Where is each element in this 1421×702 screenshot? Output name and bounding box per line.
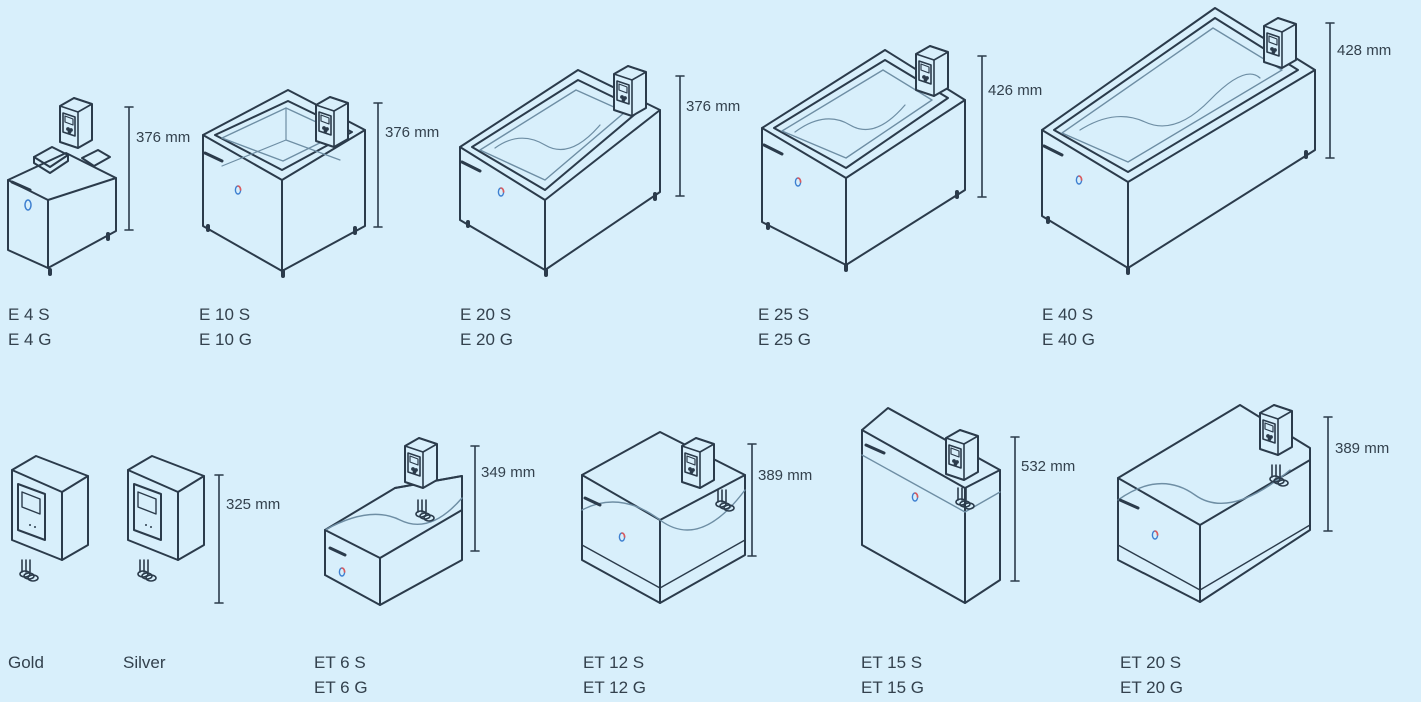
model-name: ET 15 S bbox=[861, 653, 923, 672]
model-label-silver: Silver bbox=[123, 650, 166, 675]
unit-et20 bbox=[1117, 404, 1311, 603]
model-name: E 10 G bbox=[199, 330, 252, 349]
dim-line-e20 bbox=[675, 75, 685, 197]
dim-line-et6 bbox=[470, 445, 480, 552]
model-label-e25: E 25 S E 25 G bbox=[758, 302, 811, 352]
model-name: E 40 S bbox=[1042, 305, 1094, 324]
model-label-et15: ET 15 S ET 15 G bbox=[861, 650, 924, 700]
height-label-et12: 389 mm bbox=[758, 467, 813, 484]
model-label-e10: E 10 S E 10 G bbox=[199, 302, 252, 352]
model-label-et6: ET 6 S ET 6 G bbox=[314, 650, 368, 700]
dim-line-et12 bbox=[747, 443, 757, 557]
model-name: E 4 G bbox=[8, 330, 52, 349]
height-label-et15: 532 mm bbox=[1021, 458, 1076, 475]
model-name: E 25 S bbox=[758, 305, 810, 324]
unit-gold bbox=[11, 455, 89, 582]
unit-silver bbox=[127, 455, 205, 582]
model-name: E 20 G bbox=[460, 330, 513, 349]
height-label-silver: 325 mm bbox=[226, 496, 281, 513]
dim-line-et20 bbox=[1323, 416, 1333, 532]
unit-et12 bbox=[581, 431, 746, 604]
model-name: E 40 G bbox=[1042, 330, 1095, 349]
model-name: Gold bbox=[8, 653, 44, 672]
unit-e10 bbox=[202, 89, 366, 278]
height-label-e4: 376 mm bbox=[136, 129, 191, 146]
model-name: ET 20 G bbox=[1120, 678, 1183, 697]
dim-line-silver bbox=[214, 474, 224, 604]
model-name: E 10 S bbox=[199, 305, 251, 324]
unit-e40 bbox=[1041, 7, 1316, 275]
model-name: E 20 S bbox=[460, 305, 512, 324]
model-label-et20: ET 20 S ET 20 G bbox=[1120, 650, 1183, 700]
dim-line-e4 bbox=[124, 106, 134, 231]
unit-e4 bbox=[7, 97, 117, 276]
model-name: ET 15 G bbox=[861, 678, 924, 697]
unit-e25 bbox=[761, 45, 966, 272]
model-name: Silver bbox=[123, 653, 166, 672]
unit-et6 bbox=[324, 437, 463, 606]
height-label-et20: 389 mm bbox=[1335, 440, 1390, 457]
model-name: ET 6 G bbox=[314, 678, 368, 697]
model-label-gold: Gold bbox=[8, 650, 44, 675]
dim-line-e40 bbox=[1325, 22, 1335, 159]
unit-e20 bbox=[459, 65, 661, 277]
model-name: ET 12 S bbox=[583, 653, 645, 672]
dim-line-et15 bbox=[1010, 436, 1020, 582]
dim-line-e10 bbox=[373, 102, 383, 228]
unit-et15 bbox=[861, 407, 1001, 604]
dim-line-e25 bbox=[977, 55, 987, 198]
model-label-e4: E 4 S E 4 G bbox=[8, 302, 51, 352]
height-label-et6: 349 mm bbox=[481, 464, 536, 481]
model-name: ET 12 G bbox=[583, 678, 646, 697]
model-name: ET 6 S bbox=[314, 653, 366, 672]
model-name: E 25 G bbox=[758, 330, 811, 349]
height-label-e25: 426 mm bbox=[988, 82, 1043, 99]
height-label-e20: 376 mm bbox=[686, 98, 741, 115]
model-label-e40: E 40 S E 40 G bbox=[1042, 302, 1095, 352]
height-label-e40: 428 mm bbox=[1337, 42, 1392, 59]
height-label-e10: 376 mm bbox=[385, 124, 440, 141]
model-label-et12: ET 12 S ET 12 G bbox=[583, 650, 646, 700]
model-name: E 4 S bbox=[8, 305, 50, 324]
model-label-e20: E 20 S E 20 G bbox=[460, 302, 513, 352]
model-name: ET 20 S bbox=[1120, 653, 1182, 672]
